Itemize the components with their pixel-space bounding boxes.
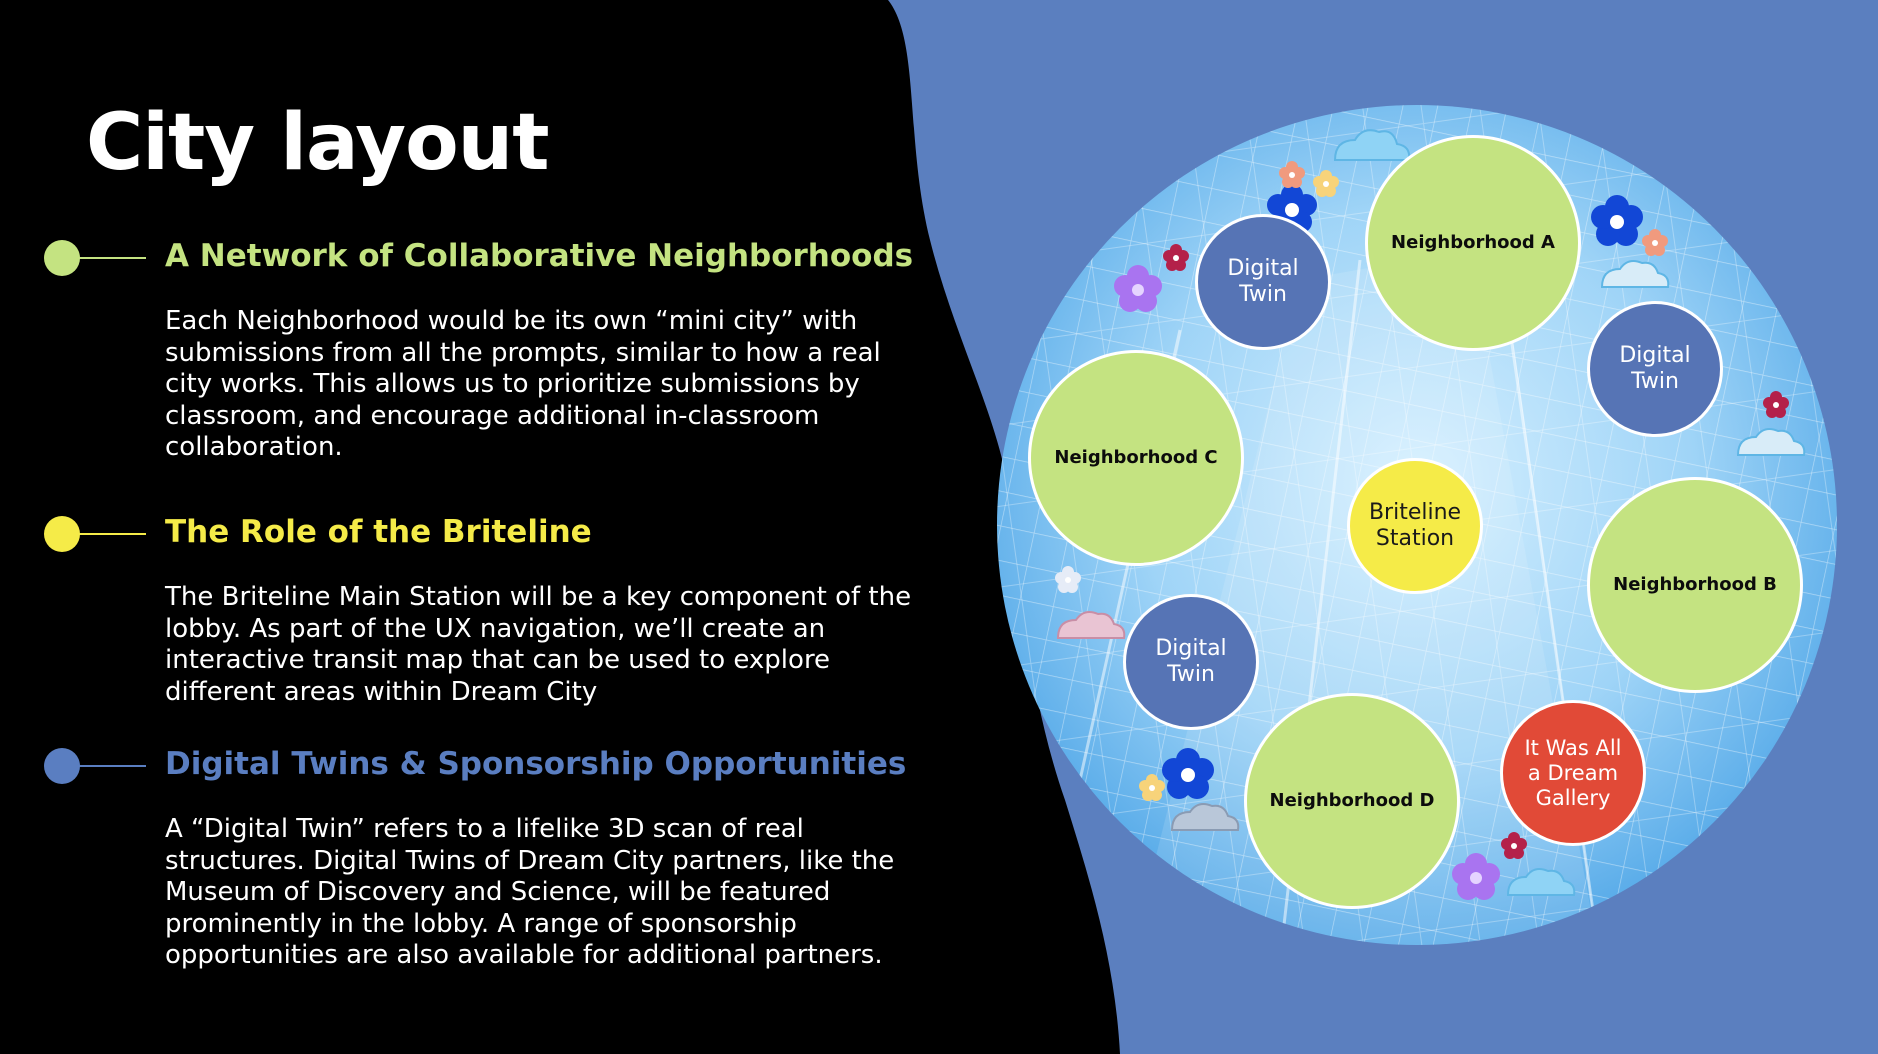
section-body: Each Neighborhood would be its own “mini…: [165, 306, 881, 462]
section-body: A “Digital Twin” refers to a lifelike 3D…: [165, 814, 895, 970]
bullet-connector: [78, 533, 146, 535]
briteline-station-node: Briteline Station: [1347, 458, 1483, 594]
section-heading: The Role of the Briteline: [165, 514, 592, 550]
neighborhood-c-node: Neighborhood C: [1028, 350, 1244, 566]
section-heading: A Network of Collaborative Neighborhoods: [165, 238, 914, 274]
digital-twin-node: Digital Twin: [1195, 214, 1331, 350]
neighborhood-a-node: Neighborhood A: [1365, 135, 1581, 351]
digital-twin-node: Digital Twin: [1587, 301, 1723, 437]
digital-twin-node: Digital Twin: [1123, 594, 1259, 730]
flower-icon: [1055, 161, 1789, 900]
section-body: The Briteline Main Station will be a key…: [165, 582, 912, 707]
bullet-yellow-dot-icon: [44, 516, 80, 552]
bullet-connector: [78, 765, 146, 767]
neighborhood-b-node: Neighborhood B: [1587, 477, 1803, 693]
cloud-icon: [1056, 129, 1806, 896]
black-panel: [0, 0, 1120, 1054]
section-heading: Digital Twins & Sponsorship Opportunitie…: [165, 746, 907, 782]
bullet-green-dot-icon: [44, 240, 80, 276]
neighborhood-d-node: Neighborhood D: [1244, 693, 1460, 909]
page-title: City layout: [86, 98, 549, 188]
bullet-blue-dot-icon: [44, 748, 80, 784]
dream-gallery-node: It Was All a Dream Gallery: [1500, 700, 1646, 846]
bullet-connector: [78, 257, 146, 259]
